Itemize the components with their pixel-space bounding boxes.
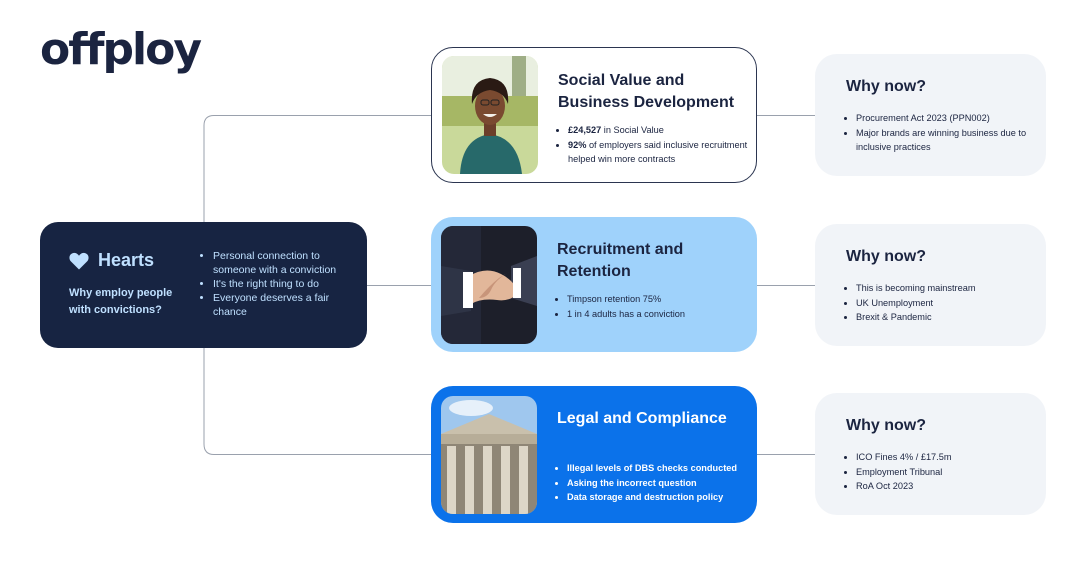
- card-point: Data storage and destruction policy: [567, 490, 757, 505]
- heart-icon: [69, 252, 89, 269]
- handshake-photo: [441, 226, 537, 344]
- why-now-title: Why now?: [846, 78, 926, 95]
- why-now-point: Brexit & Pandemic: [856, 310, 1046, 325]
- hearts-points: Personal connection to someone with a co…: [203, 249, 363, 319]
- why-now-points: Procurement Act 2023 (PPN002) Major bran…: [846, 111, 1046, 155]
- hearts-question: Why employ people with convictions?: [69, 287, 173, 316]
- why-now-points: This is becoming mainstream UK Unemploym…: [846, 281, 1046, 325]
- card-point-bold: 92%: [568, 139, 587, 150]
- offploy-logo: offploy: [40, 24, 202, 75]
- hearts-point: Personal connection to someone with a co…: [213, 249, 363, 277]
- card-point: Asking the incorrect question: [567, 476, 757, 491]
- why-now-box: Why now? ICO Fines 4% / £17.5m Employmen…: [815, 393, 1046, 515]
- why-now-point: UK Unemployment: [856, 296, 1046, 311]
- hearts-box: Hearts Why employ people with conviction…: [40, 222, 367, 348]
- card-point-text: Timpson retention 75%: [567, 294, 662, 304]
- card-point-text: 1 in 4 adults has a conviction: [567, 308, 685, 319]
- card-point-bold: £24,527: [568, 125, 602, 135]
- why-now-box: Why now? Procurement Act 2023 (PPN002) M…: [815, 54, 1046, 176]
- card-point: Timpson retention 75%: [567, 292, 757, 307]
- smiling-person-photo: [442, 56, 538, 174]
- why-now-point: Procurement Act 2023 (PPN002): [856, 111, 1046, 126]
- why-now-point: Major brands are winning business due to…: [856, 126, 1046, 155]
- hearts-heading: Hearts: [69, 250, 154, 271]
- card-point: 92% of employers said inclusive recruitm…: [568, 138, 758, 167]
- why-now-point: Employment Tribunal: [856, 465, 1046, 480]
- hearts-title: Hearts: [98, 250, 155, 270]
- card-title: Legal and Compliance: [557, 410, 727, 427]
- card-point: £24,527 in Social Value: [568, 123, 758, 138]
- hearts-point: Everyone deserves a fair chance: [213, 291, 363, 319]
- why-now-box: Why now? This is becoming mainstream UK …: [815, 224, 1046, 346]
- why-now-point: ICO Fines 4% / £17.5m: [856, 450, 1046, 465]
- why-now-points: ICO Fines 4% / £17.5m Employment Tribuna…: [846, 450, 1046, 494]
- recruitment-card: Recruitment and Retention Timpson retent…: [431, 217, 757, 352]
- card-title: Social Value and Business Development: [558, 72, 735, 111]
- card-point-text: in Social Value: [601, 125, 664, 135]
- courthouse-photo: [441, 396, 537, 514]
- hearts-point: It's the right thing to do: [213, 277, 363, 291]
- card-points: £24,527 in Social Value 92% of employers…: [558, 123, 758, 167]
- card-points: Illegal levels of DBS checks conducted A…: [557, 461, 757, 505]
- why-now-title: Why now?: [846, 417, 926, 434]
- card-point: 1 in 4 adults has a conviction: [567, 307, 757, 322]
- card-point-text: of employers said inclusive recruitment …: [568, 139, 748, 165]
- why-now-point: RoA Oct 2023: [856, 479, 1046, 494]
- card-point-text: Asking the incorrect question: [567, 477, 697, 488]
- why-now-point: This is becoming mainstream: [856, 281, 1046, 296]
- legal-card: Legal and Compliance Illegal levels of D…: [431, 386, 757, 523]
- card-points: Timpson retention 75% 1 in 4 adults has …: [557, 292, 757, 321]
- card-title: Recruitment and Retention: [557, 241, 684, 280]
- card-point-text: Data storage and destruction policy: [567, 492, 724, 502]
- card-point-text: Illegal levels of DBS checks conducted: [567, 463, 738, 473]
- card-point: Illegal levels of DBS checks conducted: [567, 461, 757, 476]
- social-value-card: Social Value and Business Development £2…: [431, 47, 757, 183]
- why-now-title: Why now?: [846, 248, 926, 265]
